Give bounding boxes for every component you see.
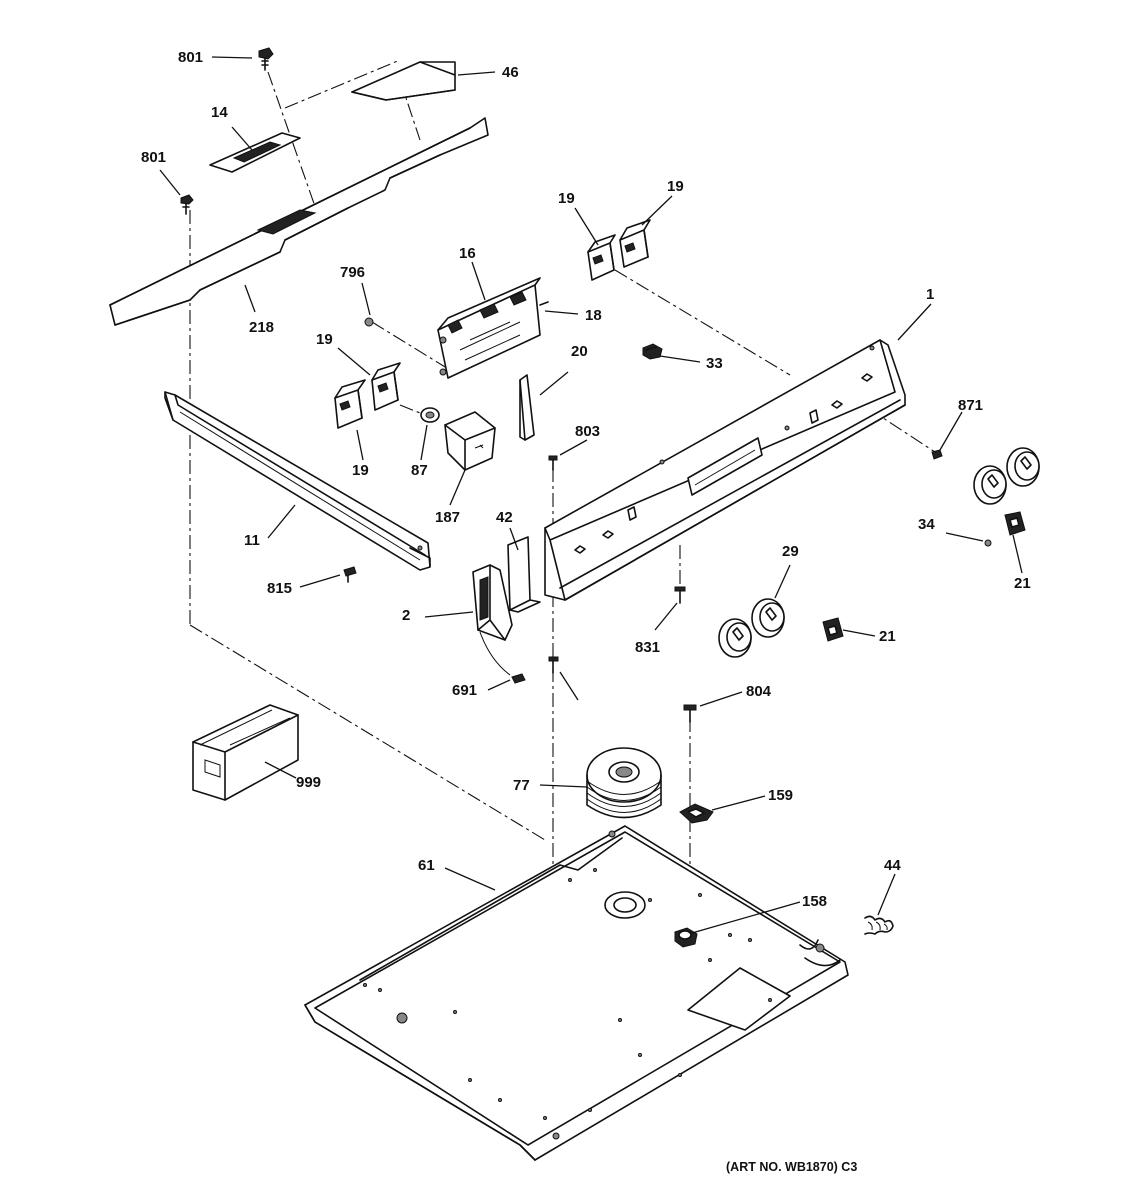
callout-804: 804: [746, 683, 772, 700]
part-1-control-panel: [544, 339, 906, 601]
callout-21-upper: 21: [1014, 575, 1031, 592]
screw-34: [984, 539, 992, 547]
part-87-knob-ring: [420, 407, 440, 423]
callout-33: 33: [706, 355, 723, 372]
callout-87: 87: [411, 462, 428, 479]
screw-796: [364, 317, 374, 327]
part-158-thermostat: [674, 927, 698, 948]
callout-44: 44: [884, 857, 901, 874]
part-187-cover: [444, 411, 496, 471]
part-19-switch-upper-right: [619, 219, 651, 268]
part-42-bracket: [507, 536, 541, 613]
callout-796: 796: [340, 264, 365, 281]
callout-19-upper-right: 19: [667, 178, 684, 195]
callout-159: 159: [768, 787, 793, 804]
part-21-switch-upper: [1004, 511, 1026, 536]
part-29-knob-left: [718, 618, 752, 658]
callout-218: 218: [249, 319, 274, 336]
knob-top-right-left: [973, 465, 1007, 505]
knob-top-right-right: [1006, 447, 1040, 487]
callout-34: 34: [918, 516, 935, 533]
part-46-bracket: [351, 61, 456, 101]
callout-158: 158: [802, 893, 827, 910]
part-999-box: [192, 704, 299, 801]
callout-46: 46: [502, 64, 519, 81]
callout-14: 14: [211, 104, 228, 121]
part-20-bracket: [519, 374, 535, 441]
screw-691: [511, 673, 526, 684]
part-61-base-pan: [304, 825, 849, 1161]
callout-77: 77: [513, 777, 530, 794]
callout-815: 815: [267, 580, 292, 597]
part-19-switch-left-back: [371, 362, 401, 411]
callout-11: 11: [244, 532, 260, 549]
callout-803: 803: [575, 423, 600, 440]
part-14-plate: [209, 132, 301, 173]
callout-16: 16: [459, 245, 476, 262]
callout-19-left-bottom: 19: [352, 462, 369, 479]
part-16-control-board: [437, 277, 549, 379]
callout-1: 1: [926, 286, 934, 303]
callout-831: 831: [635, 639, 660, 656]
part-2-end-cap: [472, 564, 513, 676]
callout-42: 42: [496, 509, 513, 526]
part-44-spring: [864, 915, 894, 935]
callout-61: 61: [418, 857, 435, 874]
part-29-knob-right: [751, 598, 785, 638]
callout-20: 20: [571, 343, 588, 360]
art-number: (ART NO. WB1870) C3: [726, 1160, 857, 1174]
callout-19-left-top: 19: [316, 331, 333, 348]
screw-bottom: [548, 656, 579, 701]
part-21-switch-lower: [822, 617, 844, 642]
callout-21-lower: 21: [879, 628, 896, 645]
screw-801-top: [258, 47, 274, 71]
part-159-thermostat: [679, 803, 714, 824]
part-77-coil: [586, 747, 662, 819]
callout-labels: 801 46 14 801 218 19 19 16 18 796 1 33 2…: [141, 49, 1031, 910]
screw-801-left: [180, 194, 194, 215]
part-218-trim: [109, 117, 489, 326]
callout-801-left: 801: [141, 149, 166, 166]
part-11-rail: [164, 391, 431, 571]
callout-999: 999: [296, 774, 321, 791]
callout-19-upper-left: 19: [558, 190, 575, 207]
part-33-clip: [642, 343, 663, 360]
callout-2: 2: [402, 607, 410, 624]
leader-lines: [159, 56, 1023, 934]
callout-691: 691: [452, 682, 477, 699]
part-19-switch-upper-left: [587, 234, 616, 281]
screw-804: [683, 704, 697, 723]
screw-831: [674, 586, 686, 604]
callout-801-top: 801: [178, 49, 203, 66]
callout-871: 871: [958, 397, 983, 414]
screw-871: [931, 449, 943, 460]
callout-29: 29: [782, 543, 799, 560]
screw-803: [548, 455, 558, 471]
part-19-switch-left-front: [334, 379, 366, 429]
callout-18: 18: [585, 307, 602, 324]
screw-815: [343, 566, 357, 583]
callout-187: 187: [435, 509, 460, 526]
